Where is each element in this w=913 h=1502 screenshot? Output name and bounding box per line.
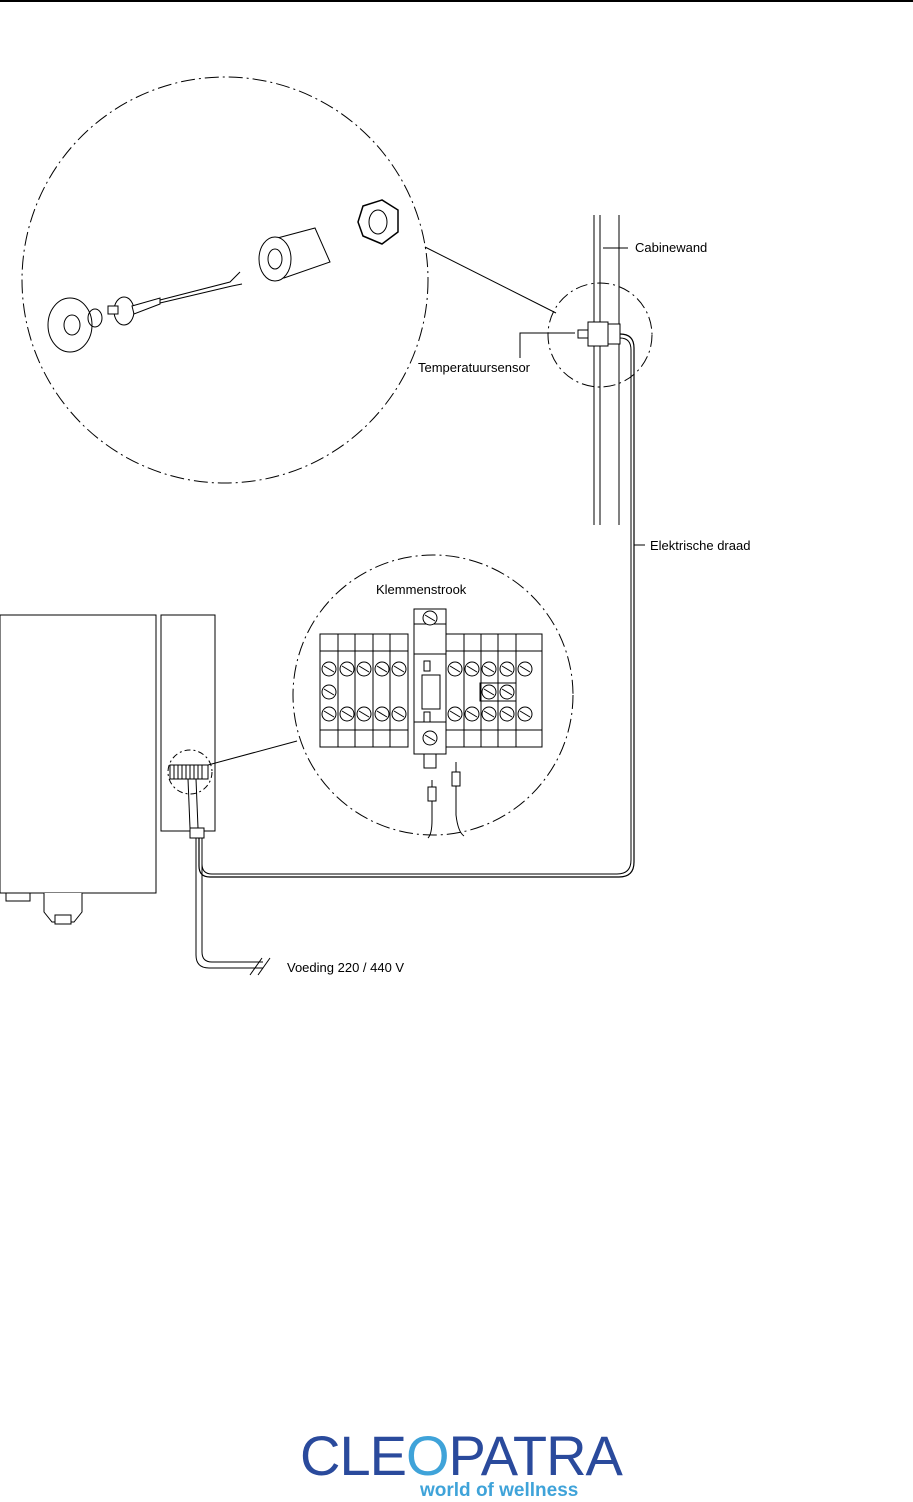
mounted-sensor bbox=[577, 321, 621, 347]
power-supply-cable bbox=[195, 838, 271, 976]
logo-wordmark: CLEOPATRA bbox=[300, 1424, 623, 1487]
electric-wire-label: Elektrische draad bbox=[650, 538, 750, 553]
terminal-strip bbox=[319, 608, 543, 769]
installation-diagram: Cabinewand Temperatuursensor Elektrische… bbox=[0, 76, 750, 976]
logo-wordmark-part3: PATRA bbox=[448, 1424, 623, 1487]
detail-leader-line bbox=[424, 246, 557, 314]
header-rule bbox=[0, 0, 913, 2]
electric-wire bbox=[198, 333, 635, 878]
terminal-strip-label: Klemmenstrook bbox=[376, 582, 467, 597]
logo-wordmark-part2: O bbox=[405, 1424, 450, 1487]
sensor-wall-detail-circle bbox=[547, 282, 653, 388]
logo-wordmark-part1: CLE bbox=[300, 1424, 407, 1487]
steam-generator-body bbox=[0, 614, 157, 925]
control-box bbox=[160, 614, 216, 839]
temperature-sensor-label: Temperatuursensor bbox=[418, 360, 531, 375]
hex-nut-part bbox=[357, 199, 399, 245]
sensor-sleeve-part bbox=[258, 227, 331, 282]
sensor-flange-part bbox=[47, 297, 93, 353]
cabin-wall bbox=[593, 215, 620, 525]
terminal-leader-line bbox=[207, 740, 298, 766]
o-ring-part bbox=[87, 308, 103, 328]
sensor-detail-circle bbox=[21, 76, 429, 484]
temperature-sensor-leader bbox=[519, 332, 575, 358]
logo-tagline: world of wellness bbox=[420, 1480, 579, 1501]
cabin-wall-label: Cabinewand bbox=[635, 240, 707, 255]
terminal-detail-circle bbox=[292, 554, 574, 836]
power-supply-label: Voeding 220 / 440 V bbox=[287, 960, 404, 975]
sensor-wire-ferrules bbox=[427, 762, 465, 839]
cleopatra-logo: CLEOPATRA world of wellness bbox=[0, 1425, 913, 1502]
sensor-probe-part bbox=[107, 271, 243, 326]
